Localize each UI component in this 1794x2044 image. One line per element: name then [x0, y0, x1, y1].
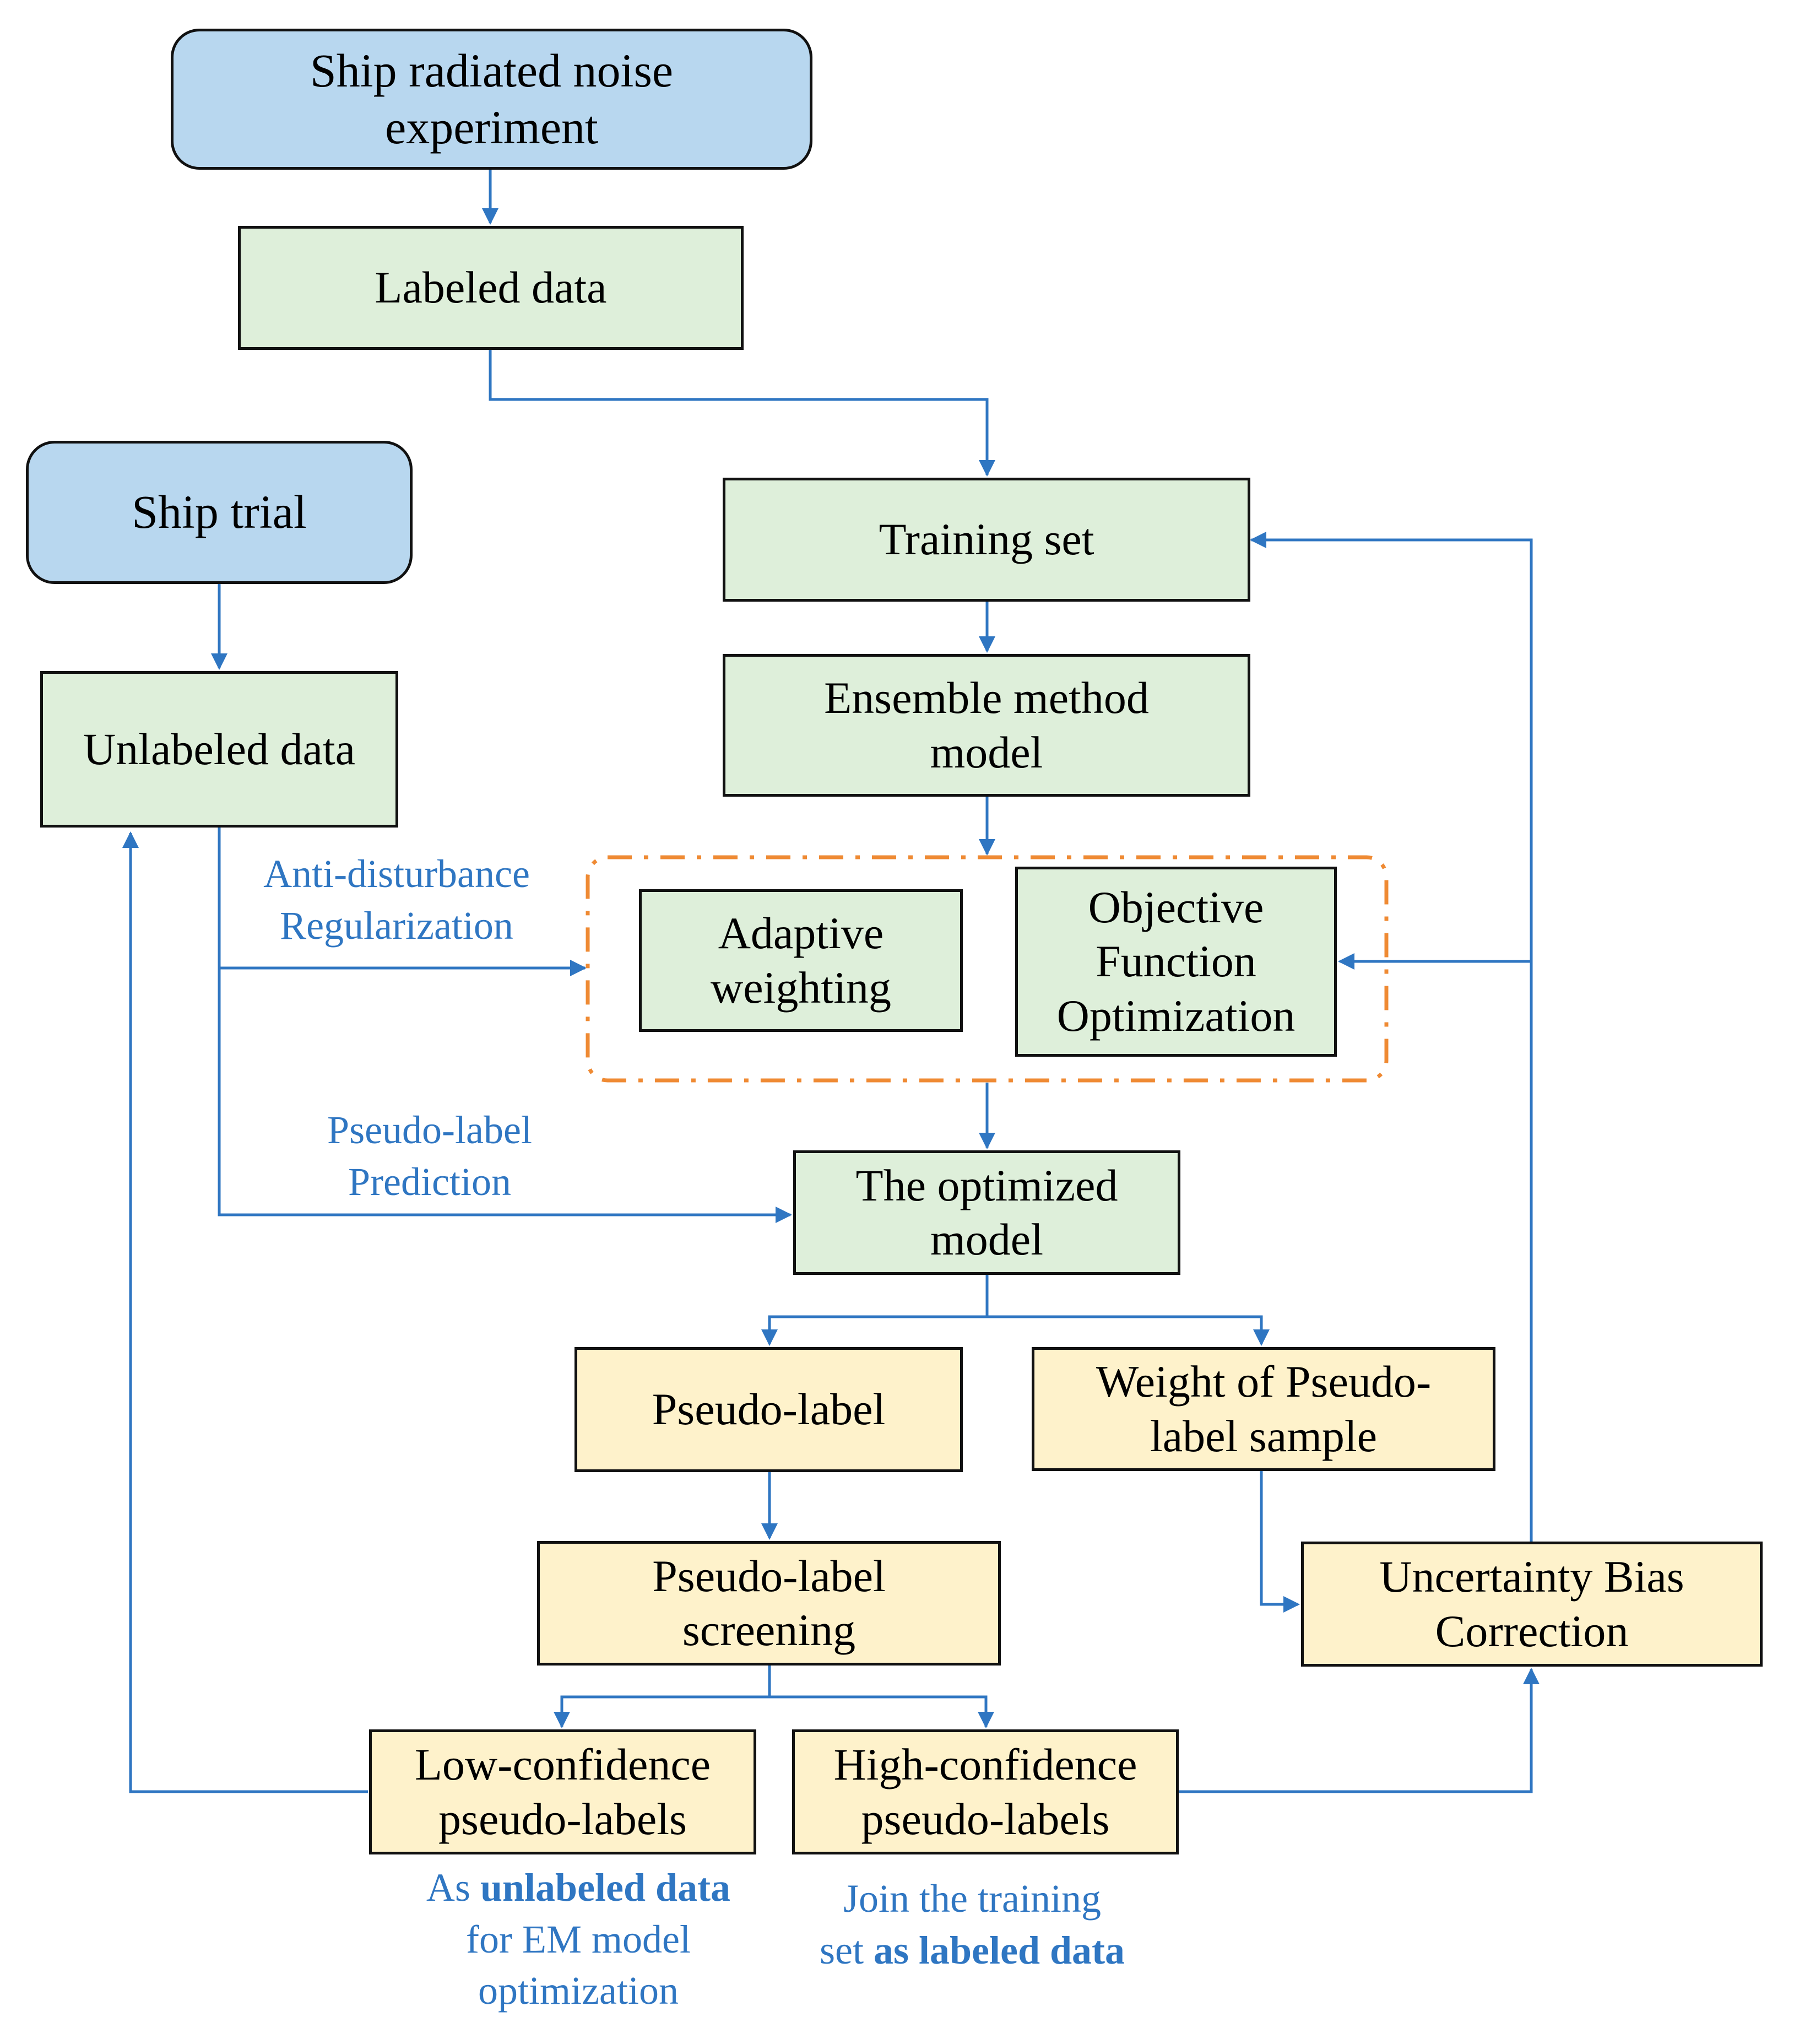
ensemble-model-text: Ensemble method model	[824, 673, 1149, 777]
pseudo-label-screening-node: Pseudo-label screening	[537, 1541, 1001, 1666]
unlabeled-data-text: Unlabeled data	[83, 723, 356, 774]
edge-optimized-to-weight	[987, 1315, 1270, 1346]
pseudo-label-prediction-label: Pseudo-label Prediction	[264, 1105, 595, 1208]
ensemble-model-node: Ensemble method model	[723, 654, 1250, 797]
adaptive-weighting-text: Adaptive weighting	[711, 908, 891, 1013]
low-conf-bold: unlabeled data	[480, 1865, 731, 1910]
ship-trial-node: Ship trial	[26, 441, 413, 584]
low-confidence-note-line3: optimization	[478, 1969, 679, 2013]
edge-weight-to-uncertainty	[1260, 1471, 1300, 1613]
labeled-data-node: Labeled data	[238, 226, 744, 350]
optimized-model-node: The optimized model	[793, 1150, 1180, 1275]
unlabeled-data-node: Unlabeled data	[40, 671, 398, 828]
high-confidence-text: High-confidence pseudo-labels	[833, 1739, 1137, 1844]
anti-disturbance-line1: Anti-disturbance	[263, 852, 530, 896]
high-conf-pre: set	[819, 1928, 874, 1972]
edge-screening-to-low	[554, 1666, 771, 1728]
low-confidence-node: Low-confidence pseudo-labels	[369, 1729, 756, 1854]
edge-low-to-unlabeled	[122, 831, 368, 1793]
ship-trial-text: Ship trial	[132, 485, 307, 539]
pseudo-prediction-line1: Pseudo-label	[327, 1108, 532, 1152]
pseudo-prediction-line2: Prediction	[348, 1159, 511, 1204]
high-confidence-node: High-confidence pseudo-labels	[792, 1729, 1179, 1854]
weight-pseudo-label-node: Weight of Pseudo- label sample	[1032, 1347, 1495, 1471]
low-conf-pre: As	[426, 1865, 480, 1910]
ship-noise-experiment-text: Ship radiated noise experiment	[310, 44, 674, 154]
pseudo-label-screening-text: Pseudo-label screening	[652, 1550, 886, 1655]
pseudo-label-node: Pseudo-label	[574, 1347, 963, 1472]
low-confidence-note-line2: for EM model	[466, 1917, 691, 1961]
objective-function-node: Objective Function Optimization	[1015, 867, 1337, 1057]
optimized-model-text: The optimized model	[855, 1160, 1118, 1264]
uncertainty-bias-node: Uncertainty Bias Correction	[1301, 1542, 1763, 1667]
adaptive-weighting-node: Adaptive weighting	[639, 889, 963, 1032]
edge-high-to-uncertainty	[1179, 1668, 1540, 1793]
low-confidence-text: Low-confidence pseudo-labels	[414, 1739, 711, 1844]
uncertainty-bias-text: Uncertainty Bias Correction	[1379, 1551, 1684, 1656]
high-confidence-note-line2: set as labeled data	[760, 1925, 1184, 1977]
edge-optimized-to-pseudolabel	[761, 1275, 989, 1346]
training-set-node: Training set	[723, 478, 1250, 602]
anti-disturbance-line2: Regularization	[280, 903, 513, 948]
edge-unlabeled-to-optimized	[218, 968, 792, 1223]
weight-pseudo-label-text: Weight of Pseudo- label sample	[1096, 1356, 1432, 1461]
high-confidence-note-line1: Join the training	[843, 1877, 1101, 1921]
edge-screening-to-high	[769, 1695, 994, 1728]
anti-disturbance-label: Anti-disturbance Regularization	[220, 848, 573, 951]
low-confidence-note: As unlabeled data for EM model optimizat…	[364, 1862, 793, 2017]
edge-uncertainty-to-training	[1250, 532, 1533, 1542]
training-set-text: Training set	[879, 514, 1094, 565]
low-confidence-note-line1: As unlabeled data	[364, 1862, 793, 1914]
labeled-data-text: Labeled data	[375, 262, 607, 313]
high-confidence-note: Join the training set as labeled data	[760, 1873, 1184, 1976]
edge-labeled-to-training	[489, 350, 995, 477]
high-conf-bold: as labeled data	[873, 1928, 1125, 1972]
ship-noise-experiment-node: Ship radiated noise experiment	[171, 29, 812, 170]
objective-function-text: Objective Function Optimization	[1056, 882, 1296, 1041]
optimization-group-border	[586, 855, 1389, 1083]
pseudo-label-text: Pseudo-label	[652, 1384, 886, 1435]
